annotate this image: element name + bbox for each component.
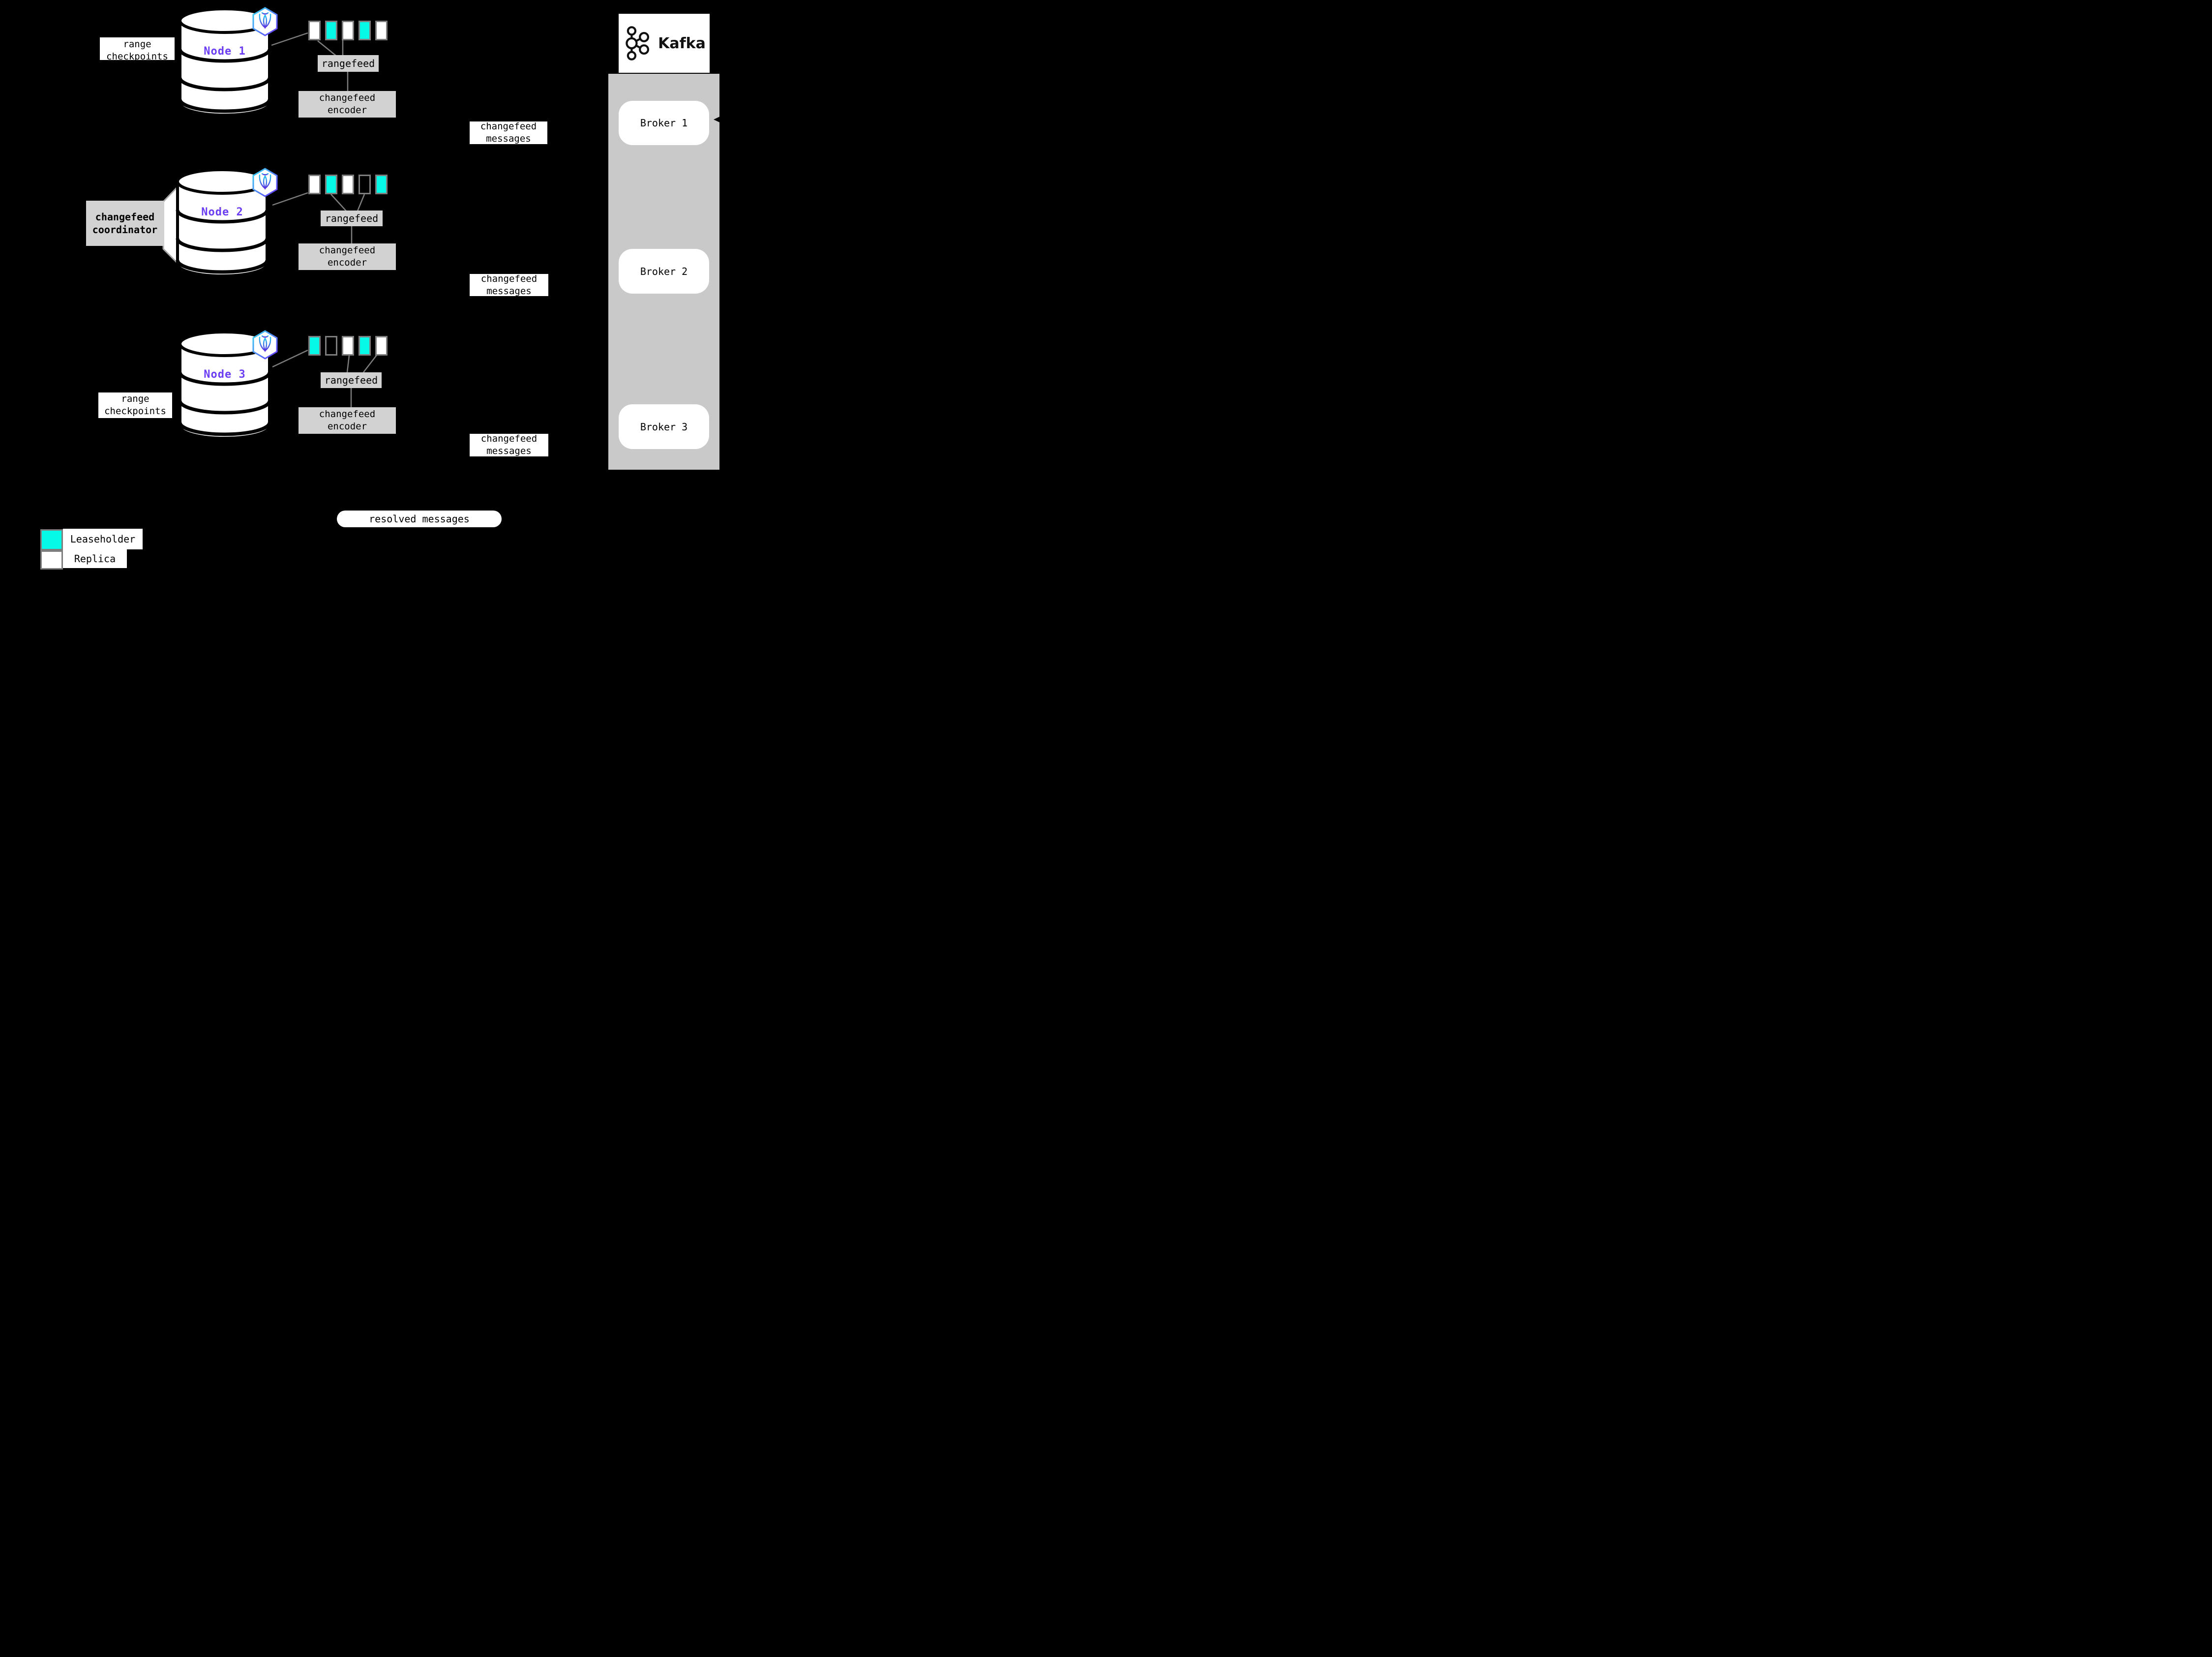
node2-changefeed-messages-label: changefeed messages (470, 273, 548, 297)
kafka-header: Kafka (619, 14, 710, 73)
node1-range-leaseholder (359, 21, 371, 40)
node2-cylinder-to-range-line (272, 192, 308, 206)
legend-leaseholder-swatch (40, 529, 63, 550)
node2-range-to-rangefeed-line (330, 194, 347, 211)
node2-label: Node 2 (201, 206, 243, 218)
node3-range-replica (342, 336, 354, 356)
node3-range-leaseholder (308, 336, 321, 356)
node3-label: Node 3 (204, 368, 246, 381)
broker1-arrowhead-icon (714, 116, 722, 123)
changefeed-coordinator-label: changefeed coordinator (86, 201, 164, 246)
node1-range-replica (375, 21, 388, 40)
broker-2-box: Broker 2 (619, 249, 709, 294)
node3-range-to-rangefeed-line (363, 355, 377, 373)
node3-range-leaseholder (359, 336, 371, 356)
node1-rangefeed-box: rangefeed (318, 55, 379, 72)
changefeed-architecture-diagram: Node 1 range checkpoints rangefeed chang… (0, 0, 771, 577)
node3-range-replica (375, 336, 388, 356)
node3-rangefeed-box: rangefeed (321, 372, 382, 388)
kafka-logo-icon (626, 26, 650, 60)
node3-changefeed-encoder-box: changefeed encoder (299, 407, 396, 434)
node2-range-empty (359, 175, 371, 194)
node2-range-leaseholder (375, 175, 388, 194)
node1-label: Node 1 (204, 45, 246, 58)
connector-lines (271, 32, 377, 407)
node3-range-empty (325, 336, 337, 356)
node1-range-to-rangefeed-line (317, 40, 336, 56)
node1-range-replica (308, 21, 321, 40)
node3-changefeed-messages-label: changefeed messages (470, 433, 548, 456)
node1-range-checkpoints-label: range checkpoints (100, 37, 175, 60)
node1-changefeed-messages-label: changefeed messages (470, 121, 547, 144)
node2-range-replica (308, 175, 321, 194)
node3-cylinder-to-range-line (272, 349, 308, 368)
kafka-title: Kafka (658, 34, 706, 52)
resolved-messages-label: resolved messages (337, 511, 502, 527)
node1-cylinder-to-range-line (271, 32, 308, 46)
legend-replica-swatch (40, 550, 63, 570)
node2-rangefeed-box: rangefeed (321, 211, 383, 226)
node1-range-replica (342, 21, 354, 40)
node1-database-cylinder (178, 8, 271, 117)
legend-replica-label: Replica (63, 549, 127, 568)
node2-database-cylinder (176, 169, 269, 277)
node2-range-replica (342, 175, 354, 194)
node1-changefeed-encoder-box: changefeed encoder (299, 91, 396, 118)
node2-range-leaseholder (325, 175, 337, 194)
node3-database-cylinder (178, 331, 271, 440)
node2-range-to-rangefeed-line (357, 194, 365, 211)
node1-range-leaseholder (325, 21, 337, 40)
node3-range-checkpoints-label: range checkpoints (98, 392, 172, 418)
cockroachdb-logo-icon (252, 7, 278, 36)
broker-3-box: Broker 3 (619, 404, 709, 449)
cockroachdb-logo-icon (252, 330, 278, 360)
broker-1-box: Broker 1 (619, 101, 709, 145)
node3-range-to-rangefeed-line (346, 355, 350, 373)
node2-changefeed-encoder-box: changefeed encoder (299, 243, 396, 270)
coordinator-ribbon-shape (162, 186, 178, 264)
legend-leaseholder-label: Leaseholder (63, 529, 143, 549)
cockroachdb-logo-icon (252, 168, 278, 197)
